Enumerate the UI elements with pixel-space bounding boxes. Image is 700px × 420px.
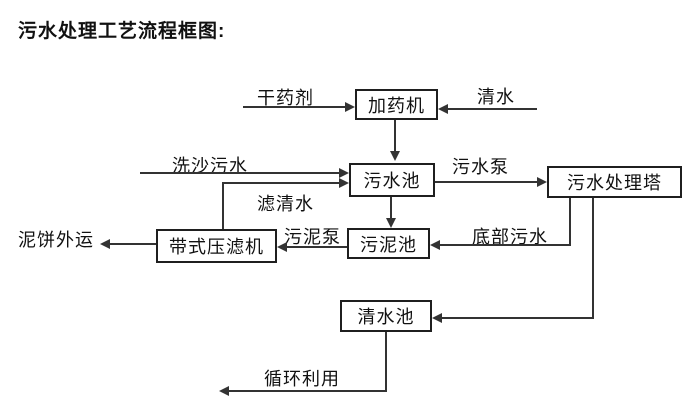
edge-recycle-line [229, 390, 387, 392]
node-dosing-machine: 加药机 [355, 89, 438, 120]
node-sewage-pool: 污水池 [349, 163, 435, 197]
arrow-left-icon [100, 239, 110, 249]
edge-label-clean-water-in: 清水 [477, 87, 515, 107]
arrow-left-icon [438, 104, 448, 114]
edge-label-mud-cake-out: 泥饼外运 [18, 230, 94, 250]
node-sludge-pool: 污泥池 [347, 228, 430, 259]
edge-label-dry-chemical: 干药剂 [257, 88, 314, 108]
arrow-left-icon [277, 242, 287, 252]
edge-recycle-vline [385, 332, 387, 391]
arrow-left-icon [219, 386, 229, 396]
edge-label-bottom-sewage: 底部污水 [472, 227, 548, 247]
edge-sand-washing-line [140, 172, 339, 174]
edge-label-sand-washing-sewage: 洗沙污水 [172, 156, 248, 176]
arrow-right-icon [339, 178, 349, 188]
edge-filtered-water-line [222, 182, 339, 184]
edge-label-recycle: 循环利用 [264, 369, 340, 389]
arrow-left-icon [432, 313, 442, 323]
edge-sewage-pump-line [435, 181, 537, 183]
edge-tower-to-clean-line [442, 317, 594, 319]
edge-sludge-pump-line [287, 246, 347, 248]
edge-label-filtered-water: 滤清水 [257, 194, 314, 214]
page-title: 污水处理工艺流程框图: [18, 21, 226, 42]
edge-mud-cake-line [110, 243, 156, 245]
edge-pool-to-sludge-line [390, 197, 392, 218]
arrow-down-icon [390, 151, 400, 161]
node-belt-filter-press: 带式压滤机 [156, 229, 277, 263]
node-clean-water-pool: 清水池 [340, 300, 432, 332]
arrow-right-icon [537, 177, 547, 187]
edge-label-sludge-pump: 污泥泵 [284, 227, 341, 247]
edge-filtered-water-vline [222, 183, 224, 229]
edge-bottom-sewage-vline [569, 198, 571, 246]
arrow-right-icon [345, 102, 355, 112]
arrow-down-icon [386, 218, 396, 228]
edge-dry-chemical-line [243, 106, 346, 108]
edge-dosing-to-pool-line [394, 120, 396, 151]
edge-tower-to-clean-vline [592, 198, 594, 319]
node-treatment-tower: 污水处理塔 [547, 166, 682, 198]
arrow-right-icon [339, 168, 349, 178]
arrow-left-icon [430, 240, 440, 250]
edge-label-sewage-pump: 污水泵 [452, 157, 509, 177]
edge-clean-water-line [448, 108, 537, 110]
edge-bottom-sewage-line [440, 244, 571, 246]
